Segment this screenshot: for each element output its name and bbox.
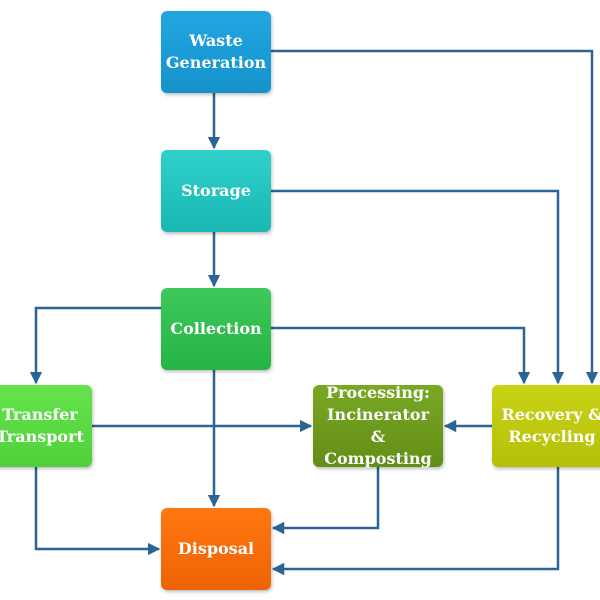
node-recovery-recycling-label: Recovery & Recycling	[501, 405, 600, 446]
node-disposal: Disposal	[161, 508, 271, 590]
node-disposal-label: Disposal	[177, 539, 255, 558]
node-storage: Storage	[161, 150, 271, 232]
edge-recovery-to-disposal	[271, 467, 560, 576]
node-recovery-recycling: Recovery & Recycling	[492, 385, 600, 467]
node-collection-label: Collection	[170, 319, 262, 338]
node-waste-generation: Waste Generation	[161, 11, 271, 93]
edge-processing-to-disposal	[271, 467, 380, 535]
edge-waste-to-recovery	[271, 49, 599, 385]
node-processing: Processing: Incinerator & Composting	[313, 383, 443, 468]
node-waste-generation-label: Waste Generation	[165, 31, 267, 72]
edge-storage-to-recovery	[271, 189, 565, 385]
edge-transfer-to-disposal	[34, 467, 161, 556]
node-storage-label: Storage	[181, 181, 251, 200]
node-transfer-transport: Transfer Transport	[0, 385, 92, 467]
node-collection: Collection	[161, 288, 271, 370]
node-transfer-transport-label: Transfer Transport	[0, 405, 84, 446]
edge-collection-to-transfer	[29, 306, 161, 385]
node-processing-label: Processing: Incinerator & Composting	[324, 383, 432, 468]
edge-collection-to-recovery	[271, 326, 531, 385]
